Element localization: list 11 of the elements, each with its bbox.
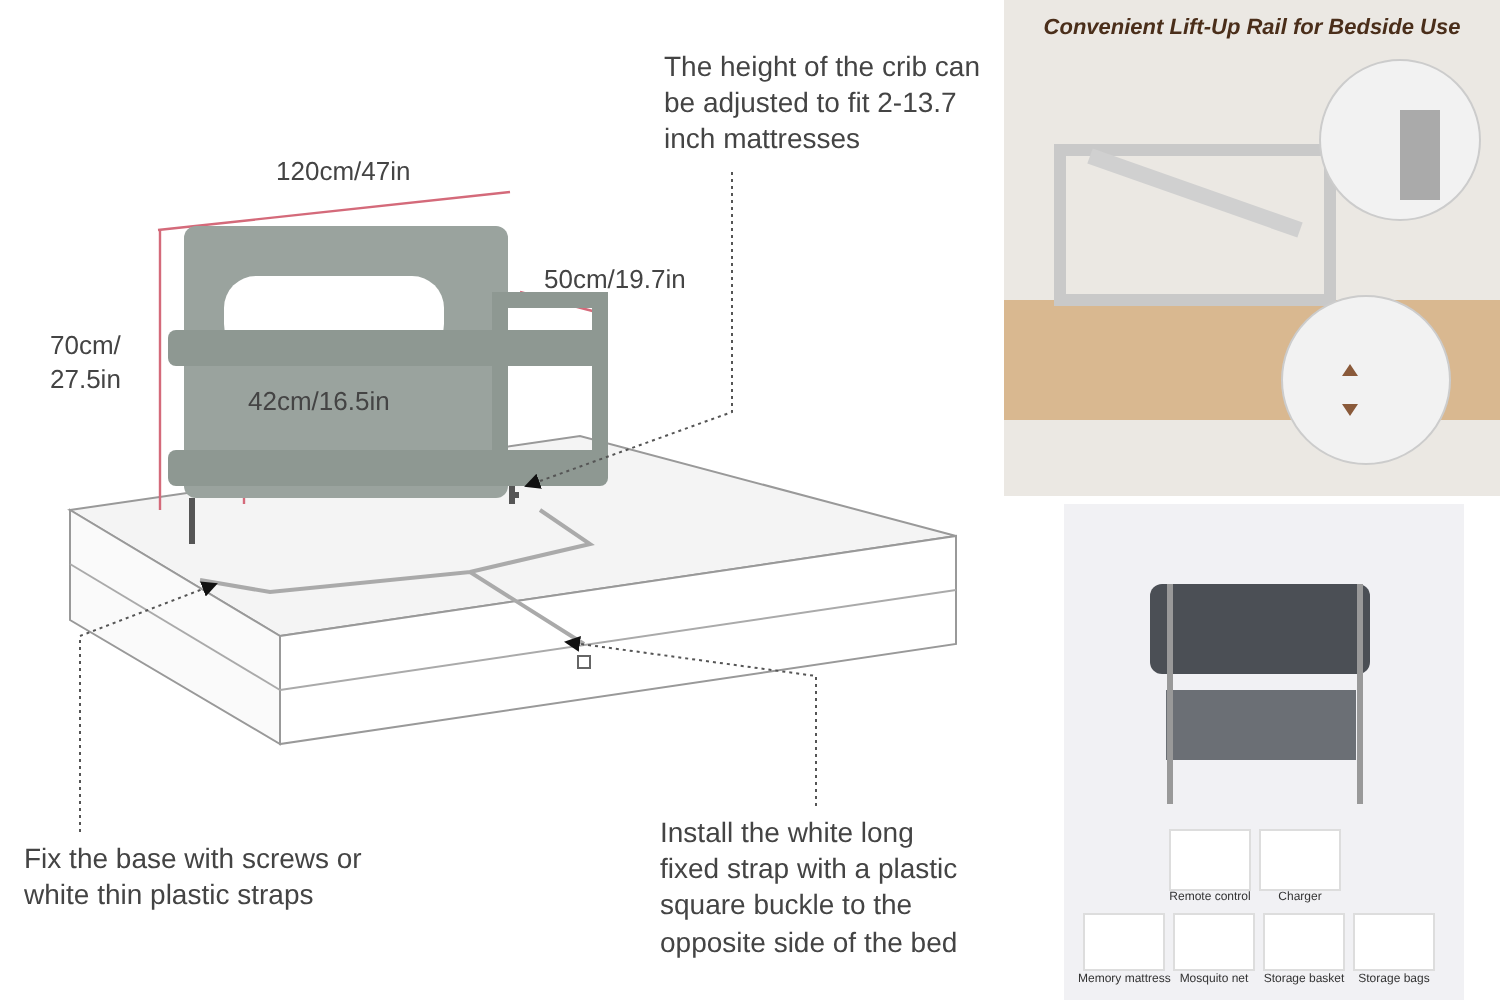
callout-text: The height of the crib can be adjusted to fit 2-13.7 inch mattresses [664,48,984,158]
dimension-label: 70cm/ 27.5in [50,330,123,398]
dimension-label: 42cm/16.5in [248,386,392,420]
callout-text: Fix the base with screws or white thin plastic straps [24,840,424,913]
leader-line [79,581,218,833]
leader-line [524,171,733,489]
dimension-label: 50cm/19.7in [544,264,688,298]
dimension-label: 120cm/47in [276,156,413,190]
photo-heading: Convenient Lift-Up Rail for Bedside Use [1041,16,1463,43]
callout-text: Install the white long fixed strap with a plastic square buckle to the opposite side of the bed [660,814,980,960]
leader-line [564,635,817,807]
